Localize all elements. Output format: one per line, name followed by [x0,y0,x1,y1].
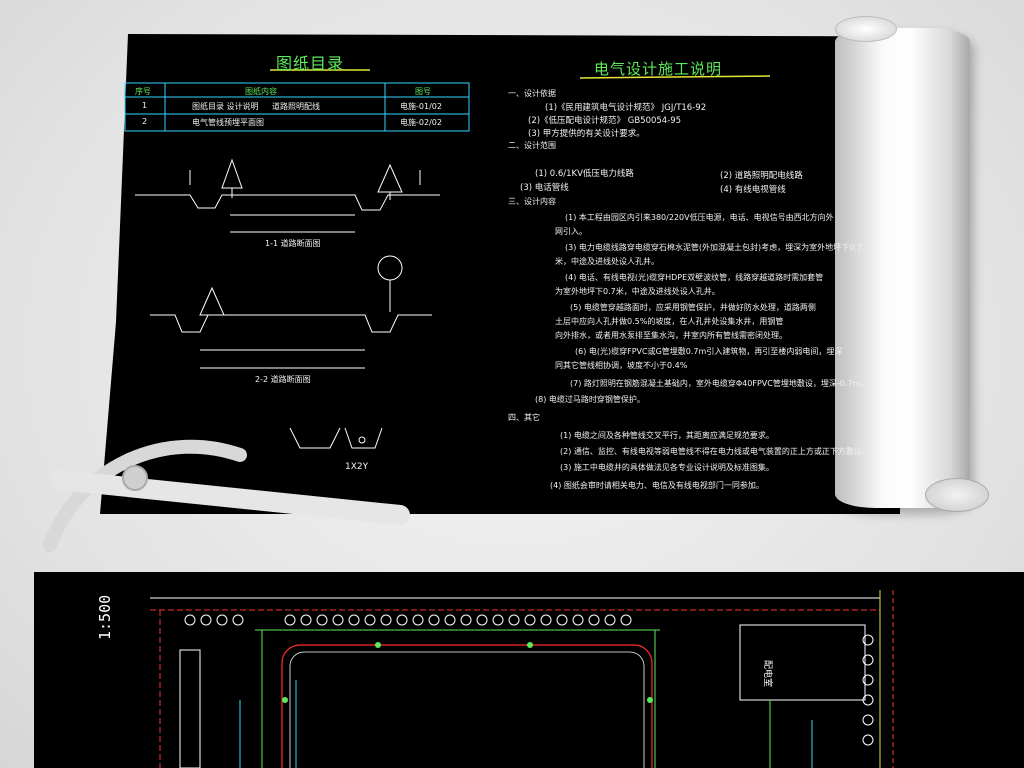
table-row-2-content: 电气管线预埋平面图 [192,118,264,127]
section-1-drawing [135,170,440,233]
trench-details [289,427,383,449]
table-header-no: 序号 [135,87,151,96]
table-header-content: 图纸内容 [245,87,277,96]
note-line: (2) 道路照明配电线路 [720,171,803,181]
streetlamp-symbol-icon [199,255,403,316]
section-1-label: 1-1 道路断面图 [265,239,321,248]
note-line: (3) 施工中电缆井的具体做法见各专业设计说明及标准图集。 [560,463,774,472]
note-line: 网引入。 [555,227,587,236]
note-line: (2)《低压配电设计规范》 GB50054-95 [528,116,682,126]
note-line: (1)《民用建筑电气设计规范》 JGJ/T16-92 [545,103,707,113]
note-line: (3) 电话管线 [520,183,569,193]
note-line: 同其它管线相协调，坡度不小于0.4% [555,361,688,370]
note-line: (4) 图纸会审时请相关电力、电信及有线电视部门一同参加。 [550,481,764,490]
note-line: (1) 0.6/1KV低压电力线路 [535,169,634,179]
note-line: (6) 电(光)缆穿FPVC或G管埋敷0.7m引入建筑物，再引至楼内弱电间，埋深 [575,347,843,356]
table-row-2-code: 电施-02/02 [400,118,442,127]
roll-top-cap [835,16,897,42]
site-plan-trees [184,614,874,746]
tree-symbol-icon [221,158,403,200]
design-notes-title: 电气设计施工说明 [594,60,723,78]
building-label: 配电室 [762,660,772,688]
note-line: (5) 电缆管穿越路面时，应采用钢管保护，并做好防水处理，道路两侧 [570,303,816,312]
note-line: 米，中途及进线处设人孔井。 [555,257,659,266]
table-row-2-no: 2 [142,117,148,126]
note-line: 土层中应向人孔井做0.5%的坡度，在人孔井处设集水井，用钢管 [555,317,784,326]
note-line: (8) 电缆过马路时穿钢管保护。 [535,395,645,404]
table-row-1-content: 图纸目录 设计说明 [192,102,259,111]
note-line: (1) 电缆之间及各种管线交叉平行，其距离应满足规范要求。 [560,431,774,440]
trench-label: 1X2Y [345,462,369,472]
section-2-drawing [150,314,432,369]
table-row-1-content2: 道路照明配线 [272,102,320,111]
note-line: 向外排水，或者用水泵排至集水沟，并室内所有管线需密闭处理。 [555,331,787,340]
note-line: 一、设计依据 [508,89,556,98]
note-line: 二、设计范围 [508,141,556,150]
table-header-code: 图号 [415,87,431,96]
blueprint-roll-icon [835,28,970,508]
drawing-list-title: 图纸目录 [276,54,345,73]
drawing-list-table [124,82,470,132]
table-row-1-no: 1 [142,101,148,110]
table-row-1-code: 电施-01/02 [400,102,442,111]
protractor-icon [43,439,410,552]
note-line: (7) 路灯照明在钢筋混凝土基础内，室外电缆穿Φ40FPVC管埋地敷设，埋深-0… [570,379,869,388]
cable-nodes [282,642,653,703]
note-line: (1) 本工程由园区内引来380/220V低压电源，电话、电视信号由西北方向外 [565,213,834,222]
note-line: (4) 电话、有线电视(光)缆穿HDPE双壁波纹管，线路穿越道路时需加套管 [565,273,824,282]
roll-bottom-cap [925,478,989,512]
site-plan-lines [34,572,1024,768]
plan-scale-label: 1:500 [96,594,114,640]
note-line: 四、其它 [508,413,540,422]
note-line: (2) 通信、监控、有线电视等弱电管线不得在电力线或电气装置的正上方或正下方敷设… [560,447,870,456]
note-line: 三、设计内容 [508,197,556,206]
section-2-label: 2-2 道路断面图 [255,375,311,384]
note-line: 为室外地坪下0.7米，中途及进线处设人孔井。 [555,287,720,296]
note-line: (3) 电力电缆线路穿电缆穿石棉水泥管(外加混凝土包封)考虑，埋深为室外地坪下0… [565,243,862,252]
notes-title-underline [579,75,771,79]
note-line: (3) 甲方提供的有关设计要求。 [528,129,645,139]
note-line: (4) 有线电视管线 [720,185,786,195]
